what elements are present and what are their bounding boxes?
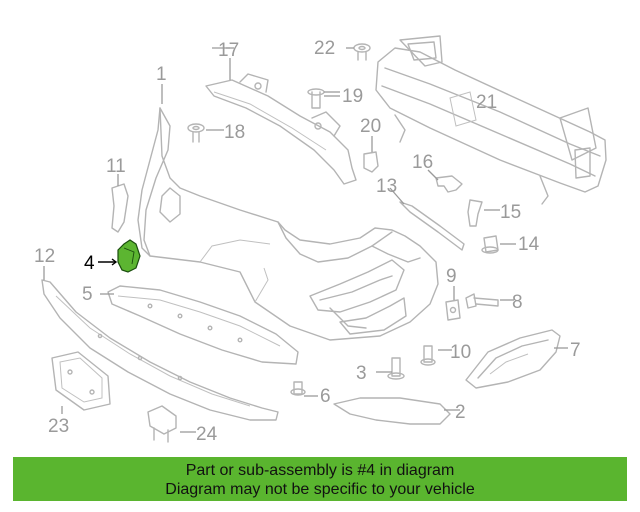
part-19-bolt[interactable]: [307, 88, 325, 109]
callout-10: 10: [450, 342, 471, 363]
callout-5: 5: [82, 284, 93, 305]
callout-labels: 1 2 3 4 5 6 7 8 9 10 11 12 13 14 15 16 1…: [34, 38, 581, 445]
callout-22: 22: [314, 38, 335, 59]
callout-1: 1: [156, 64, 167, 85]
part-17-upper-bracket[interactable]: [205, 73, 357, 185]
callout-18: 18: [224, 122, 245, 143]
callout-12: 12: [34, 246, 55, 267]
callout-8: 8: [512, 292, 523, 313]
banner-line-disclaimer: Diagram may not be specific to your vehi…: [165, 481, 475, 498]
callout-6: 6: [320, 386, 331, 407]
callout-17: 17: [218, 40, 239, 61]
part-14-push-pin[interactable]: [481, 235, 499, 254]
callout-23: 23: [48, 416, 69, 437]
part-8-bolt[interactable]: [465, 293, 499, 309]
part-2-lower-garnish[interactable]: [333, 397, 451, 425]
callout-9: 9: [446, 266, 457, 287]
callout-7: 7: [570, 340, 581, 361]
part-24-clip[interactable]: [147, 405, 177, 443]
part-12-lower-valance[interactable]: [41, 279, 279, 421]
part-3-screw[interactable]: [387, 357, 405, 380]
exploded-parts-diagram: 1 2 3 4 5 6 7 8 9 10 11 12 13 14 15 16 1…: [34, 35, 607, 445]
callout-4: 4: [84, 253, 95, 274]
part-18-nut[interactable]: [187, 123, 205, 143]
callout-16: 16: [412, 152, 433, 173]
part-7-fog-lamp-bezel[interactable]: [465, 329, 561, 389]
callout-13: 13: [376, 176, 397, 197]
callout-14: 14: [518, 234, 540, 255]
callout-11: 11: [106, 156, 126, 177]
callout-3: 3: [356, 363, 367, 384]
callout-15: 15: [500, 202, 521, 223]
callout-19: 19: [342, 86, 363, 107]
part-16-bracket[interactable]: [435, 175, 463, 193]
banner-line-part: Part or sub-assembly is #4 in diagram: [185, 462, 455, 479]
callout-2: 2: [455, 402, 466, 423]
part-11-side-bracket[interactable]: [111, 174, 129, 233]
callout-20: 20: [360, 116, 381, 137]
part-10-pin[interactable]: [420, 345, 436, 366]
part-13-trim-strip[interactable]: [399, 201, 465, 251]
part-9-small-bracket[interactable]: [445, 299, 461, 321]
part-20-clip[interactable]: [363, 151, 379, 173]
part-5-lower-deflector[interactable]: [107, 285, 299, 365]
part-4-bracket-highlighted[interactable]: [117, 239, 141, 273]
part-23-plate-bracket[interactable]: [51, 351, 111, 411]
part-4-shape: [117, 239, 141, 273]
info-banner: Part or sub-assembly is #4 in diagram Di…: [13, 457, 627, 501]
part-21-reinforcement-bar[interactable]: [375, 35, 607, 205]
part-6-pin[interactable]: [290, 381, 306, 396]
callout-24: 24: [196, 424, 218, 445]
part-22-nut[interactable]: [353, 43, 371, 61]
leader-lines: [43, 47, 568, 433]
part-15-retainer[interactable]: [467, 199, 483, 227]
part-1-bumper-cover[interactable]: [137, 107, 439, 341]
callout-21: 21: [476, 92, 497, 113]
